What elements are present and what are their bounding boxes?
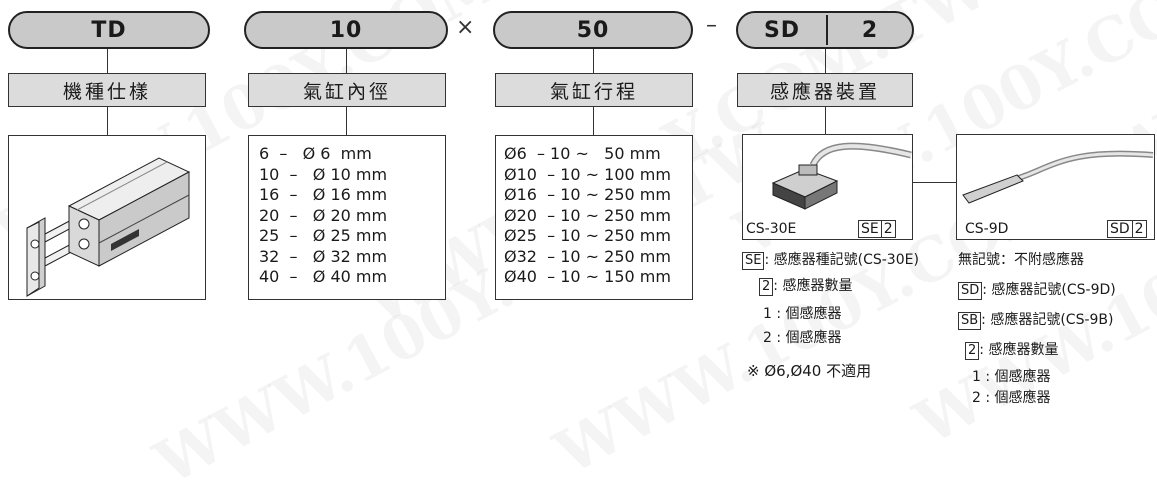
sd-note: SD: 感應器記號(CS-9D) bbox=[958, 279, 1116, 300]
qty-note-right: 2: 感應器數量 bbox=[965, 339, 1058, 360]
sensor-cs9d-tag: SD bbox=[1107, 220, 1133, 238]
sensor-qty-code: 2 bbox=[861, 17, 879, 43]
stroke-code: 50 bbox=[576, 17, 610, 43]
two-sensor-right: 2 : 個感應器 bbox=[972, 390, 1051, 406]
qty-note-right-text: : 感應器數量 bbox=[979, 342, 1059, 358]
model-spec-label: 機種仕樣 bbox=[8, 73, 206, 107]
model-code-pill: TD bbox=[8, 11, 210, 49]
stroke-row: Ø32 – 10 ~ 250 mm bbox=[504, 246, 671, 266]
se-note-text: : 感應器種記號(CS-30E) bbox=[764, 252, 919, 268]
sensor-cs9d-name: CS-9D bbox=[965, 221, 1009, 237]
dash-symbol: – bbox=[706, 13, 717, 38]
stroke-code-pill: 50 bbox=[493, 11, 693, 49]
sensor-cs30e-qty: 2 bbox=[881, 220, 896, 238]
none-note: 無記號：不附感應器 bbox=[958, 252, 1084, 268]
sensor-cs9d-qty: 2 bbox=[1132, 220, 1147, 238]
connector bbox=[107, 107, 108, 135]
sensor-type-code: SD bbox=[763, 17, 801, 43]
stroke-row: Ø16 – 10 ~ 250 mm bbox=[504, 185, 671, 204]
bore-row: 40 – Ø 40 mm bbox=[259, 267, 388, 286]
bore-list: 6 – Ø 6 mm 10 – Ø 10 mm 16 – Ø 16 mm 20 … bbox=[259, 144, 387, 288]
one-sensor-right: 1 : 個感應器 bbox=[972, 369, 1051, 385]
bore-code-pill: 10 bbox=[244, 11, 448, 49]
connector bbox=[107, 49, 108, 73]
sb-note-text: : 感應器記號(CS-9B) bbox=[981, 312, 1114, 328]
se-tag: SE bbox=[742, 252, 765, 270]
sensor-cs9d-icon bbox=[962, 150, 1154, 204]
sensor-cs30e-icon bbox=[771, 142, 912, 210]
connector bbox=[825, 107, 826, 135]
bore-list-box: 6 – Ø 6 mm 10 – Ø 10 mm 16 – Ø 16 mm 20 … bbox=[248, 135, 446, 300]
bore-row: 25 – Ø 25 mm bbox=[259, 226, 388, 245]
stroke-label: 氣缸行程 bbox=[495, 73, 693, 107]
pill-divider bbox=[826, 15, 828, 45]
bore-row: 32 – Ø 32 mm bbox=[259, 246, 388, 266]
one-sensor-left: 1 : 個感應器 bbox=[763, 306, 842, 322]
sensor-label: 感應器裝置 bbox=[737, 73, 913, 107]
sensor-code-pill: SD 2 bbox=[736, 11, 914, 49]
stroke-list-box: Ø6 – 10 ~ 50 mm Ø10 – 10 ~ 100 mm Ø16 – … bbox=[495, 135, 693, 300]
bore-row: 16 – Ø 16 mm bbox=[259, 185, 388, 204]
sensor-connector bbox=[913, 182, 956, 183]
two-sensor-left: 2 : 個感應器 bbox=[763, 330, 842, 346]
sensor-cs9d-tag-group: SD 2 bbox=[1107, 220, 1147, 238]
sensor-cs9d-box: CS-9D SD 2 bbox=[956, 134, 1155, 240]
bore-code: 10 bbox=[329, 17, 363, 43]
sensor-cs30e-box: CS-30E SE 2 bbox=[742, 134, 913, 240]
stroke-row: Ø10 – 10 ~ 100 mm bbox=[504, 164, 671, 184]
sensor-cs30e-tag: SE bbox=[858, 220, 882, 238]
bore-label: 氣缸內徑 bbox=[248, 73, 446, 107]
stroke-row: Ø6 – 10 ~ 50 mm bbox=[504, 144, 661, 163]
bore-row: 10 – Ø 10 mm bbox=[259, 164, 388, 184]
stroke-row: Ø25 – 10 ~ 250 mm bbox=[504, 226, 671, 245]
stroke-row: Ø20 – 10 ~ 250 mm bbox=[504, 205, 671, 225]
cylinder-icon bbox=[26, 157, 191, 297]
sensor-cs30e-name: CS-30E bbox=[746, 221, 797, 237]
remark-note: ※ Ø6,Ø40 不適用 bbox=[747, 362, 872, 380]
sb-note: SB: 感應器記號(CS-9B) bbox=[958, 309, 1114, 330]
qty-tag-right: 2 bbox=[965, 342, 980, 360]
watermark: WWW.100Y.COM.TW bbox=[144, 111, 791, 499]
sensor-cs30e-tag-group: SE 2 bbox=[858, 220, 896, 238]
cylinder-image-box bbox=[8, 135, 206, 300]
stroke-row: Ø40 – 10 ~ 150 mm bbox=[504, 267, 671, 286]
connector bbox=[346, 49, 347, 73]
qty-note-left: 2: 感應器數量 bbox=[759, 275, 852, 296]
model-code: TD bbox=[91, 17, 127, 43]
stroke-list: Ø6 – 10 ~ 50 mm Ø10 – 10 ~ 100 mm Ø16 – … bbox=[504, 144, 671, 288]
qty-note-left-text: : 感應器數量 bbox=[773, 278, 853, 294]
connector bbox=[346, 107, 347, 135]
qty-tag-left: 2 bbox=[759, 278, 774, 296]
bore-row: 6 – Ø 6 mm bbox=[259, 144, 372, 163]
connector bbox=[593, 107, 594, 135]
connector bbox=[825, 49, 826, 73]
sb-tag: SB bbox=[958, 312, 982, 330]
times-symbol: × bbox=[456, 15, 475, 40]
sd-tag: SD bbox=[958, 282, 983, 300]
sd-note-text: : 感應器記號(CS-9D) bbox=[982, 282, 1116, 298]
bore-row: 20 – Ø 20 mm bbox=[259, 205, 388, 225]
se-note: SE: 感應器種記號(CS-30E) bbox=[742, 249, 919, 270]
connector bbox=[593, 49, 594, 73]
